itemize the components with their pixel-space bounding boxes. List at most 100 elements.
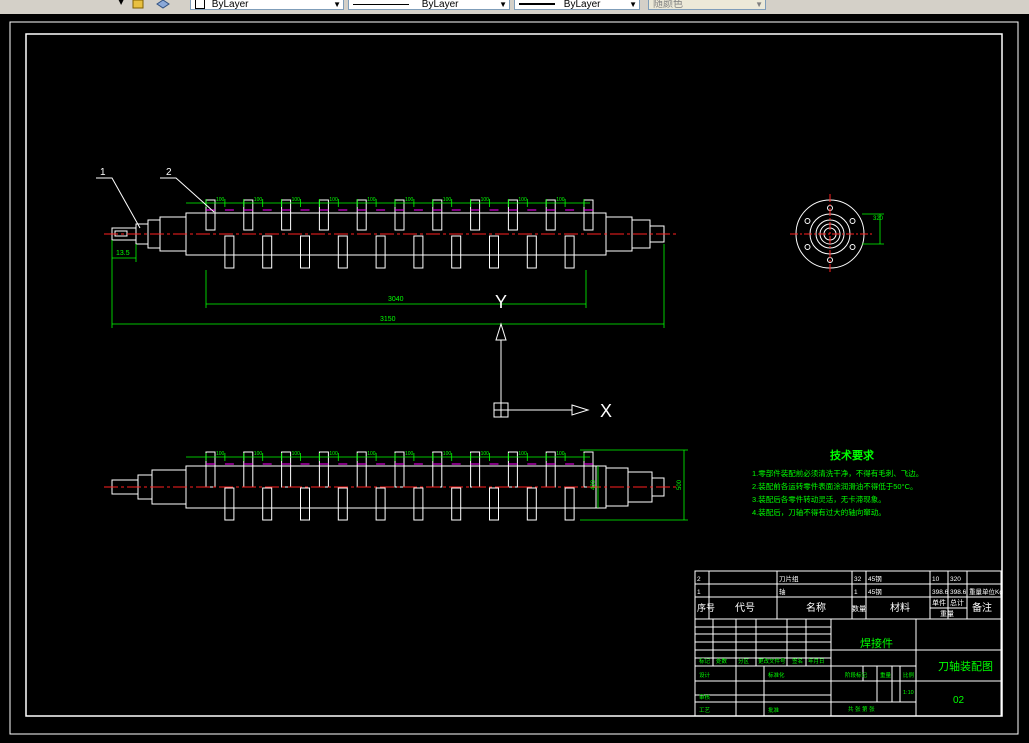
blade <box>489 487 499 521</box>
bom-cell: 398.6 <box>950 589 967 596</box>
blade <box>375 235 386 269</box>
lbl-date: 年月日 <box>808 657 825 665</box>
bom-cell: 刀片组 <box>779 574 799 583</box>
tech-req-item-1: 1.零部件装配前必须清洗干净，不得有毛刺、飞边。 <box>752 468 923 478</box>
title-block-frame <box>694 570 1002 717</box>
outer-border <box>9 21 1019 735</box>
linetype-select-value: ByLayer <box>421 0 459 10</box>
bolt-hole <box>849 218 856 224</box>
lineweight-select[interactable]: ByLayer ▼ <box>514 0 640 10</box>
color-select[interactable]: ByLayer ▼ <box>190 0 344 10</box>
hdr-no: 序号 <box>697 602 715 613</box>
dim-tick-label: 100 <box>329 451 338 457</box>
chevron-down-icon: ▼ <box>333 0 341 9</box>
inner-frame <box>25 33 1003 717</box>
flange-side-view[interactable] <box>790 194 872 274</box>
hdr-name: 名称 <box>806 601 826 614</box>
blade <box>564 235 575 269</box>
blade-group-top <box>205 199 594 269</box>
blade <box>300 235 310 269</box>
dim-tick-label: 100 <box>405 197 414 203</box>
blade <box>243 199 254 231</box>
drawing-number: 02 <box>953 695 965 706</box>
layer-state-icon[interactable] <box>132 0 146 10</box>
tech-req-item-3: 3.装配后各零件转动灵活，无卡滞现象。 <box>752 494 886 504</box>
drawing-title: 刀轴装配图 <box>938 659 993 673</box>
layer-previous-icon[interactable] <box>156 0 170 10</box>
balloon-1-label: 1 <box>100 167 106 178</box>
plot-style-select-value: 随颜色 <box>653 0 683 10</box>
blade <box>224 487 235 521</box>
chevron-down-icon: ▼ <box>499 0 507 9</box>
dropdown-arrow-icon[interactable]: ▼ <box>118 0 125 6</box>
blade <box>205 451 216 488</box>
dim-tick-label: 100 <box>216 197 225 203</box>
bom-cell: 重量单位Kg <box>969 587 1003 596</box>
tech-req-item-4: 4.装配后，刀轴不得有过大的轴向窜动。 <box>752 507 886 517</box>
dim-tick-label: 100 <box>367 197 376 203</box>
blade <box>470 199 481 231</box>
dim-tick-label: 100 <box>556 197 565 203</box>
title-block[interactable] <box>694 570 1002 717</box>
bolt-hole <box>804 218 811 224</box>
plot-style-select[interactable]: 随颜色 ▼ <box>648 0 766 10</box>
leader-2 <box>160 177 215 213</box>
linetype-select[interactable]: ByLayer ▼ <box>348 0 510 10</box>
lbl-design: 设计 <box>699 671 711 679</box>
bom-cell: 1 <box>854 589 858 596</box>
blade <box>526 487 537 521</box>
blade <box>545 199 556 231</box>
hdr-code: 代号 <box>735 602 755 614</box>
dim-span-text: 3040 <box>388 296 404 303</box>
blade <box>413 487 424 521</box>
tech-req-title: 技术要求 <box>830 448 875 462</box>
bolt-hole <box>804 244 811 250</box>
bom-cell: 轴 <box>779 587 786 596</box>
bom-cell: 32 <box>854 576 862 583</box>
dim-tick-label: 100 <box>481 451 490 457</box>
hdr-single: 单件 <box>932 598 946 607</box>
ucs-x-arrow-icon <box>571 404 590 416</box>
lbl-scale: 比例 <box>903 671 915 679</box>
color-select-value: ByLayer <box>211 0 249 10</box>
blade <box>281 199 292 231</box>
lbl-zone: 分区 <box>738 657 750 665</box>
balloon-2-label: 2 <box>166 167 172 178</box>
bom-cell: 10 <box>932 576 940 583</box>
dim-tick-label: 100 <box>292 451 301 457</box>
blade <box>318 199 329 231</box>
dim-tick-label: 100 <box>481 197 490 203</box>
hdr-total: 总计 <box>950 598 964 607</box>
sheet-info: 共 张 第 张 <box>848 705 875 713</box>
dim-tick-label: 100 <box>329 197 338 203</box>
blade <box>375 487 386 521</box>
hdr-note: 备注 <box>972 601 992 614</box>
dim-tick-label: 100 <box>518 451 527 457</box>
lineweight-sample <box>519 3 555 6</box>
blade <box>451 235 462 269</box>
blade <box>300 487 310 521</box>
blade <box>262 487 273 521</box>
blade <box>356 199 367 231</box>
dim-tick-label: 100 <box>405 451 414 457</box>
lbl-standard: 标准化 <box>768 671 785 679</box>
lbl-review: 审核 <box>699 693 711 701</box>
dim-tick-label: 100 <box>254 197 263 203</box>
blade <box>205 199 216 231</box>
chevron-down-icon: ▼ <box>755 0 763 9</box>
leader-1 <box>96 177 141 229</box>
blade <box>281 451 292 488</box>
bom-cell: 2 <box>697 576 701 583</box>
dim-tick-label: 100 <box>367 451 376 457</box>
dim-tick-label: 100 <box>443 451 452 457</box>
blade <box>526 235 537 269</box>
dim-tick-label: 100 <box>254 451 263 457</box>
linetype-sample <box>353 3 409 5</box>
bom-cell: 45钢 <box>868 575 882 583</box>
lbl-process: 工艺 <box>699 707 711 714</box>
lbl-stage: 阶段标记 <box>845 671 868 679</box>
blade <box>432 199 443 231</box>
